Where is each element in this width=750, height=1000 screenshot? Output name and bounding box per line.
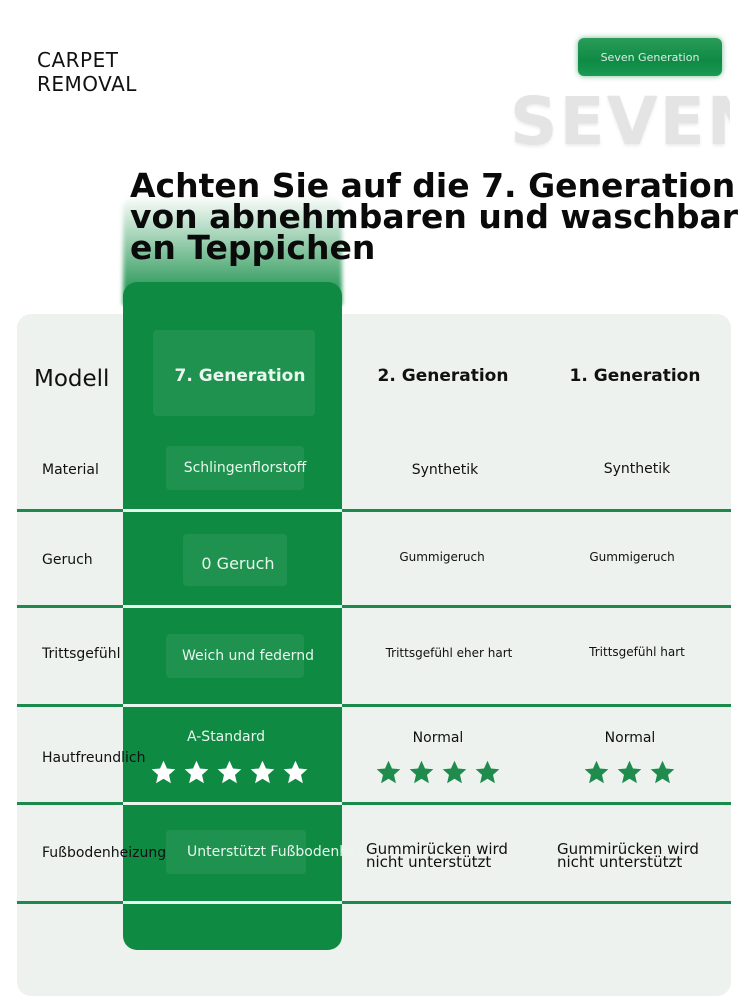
cell-fussbodenheizung-gen7: Unterstützt Fußbodenheizung — [187, 844, 363, 860]
row-label-fussbodenheizung: Fußbodenheizung — [42, 845, 167, 861]
star-icon — [217, 760, 242, 784]
row-label-hautfreundlich: Hautfreundlich — [42, 750, 146, 766]
star-icon — [617, 760, 642, 784]
cell-geruch-gen7: 0 Geruch — [201, 554, 275, 573]
cell-geruch-gen1: Gummigeruch — [589, 550, 675, 564]
generation-badge: Seven Generation — [578, 38, 722, 76]
cell-material-gen1: Synthetik — [603, 461, 671, 477]
cell-hautfreundlich-gen2: Normal — [412, 730, 464, 746]
star-icon — [475, 760, 500, 784]
cell-highlight-box — [166, 634, 304, 678]
brand-watermark: SEVEN — [510, 83, 730, 160]
column-header-gen7: 7. Generation — [174, 366, 306, 386]
star-icon — [409, 760, 434, 784]
cell-trittsgefuehl-gen1: Trittsgefühl hart — [589, 645, 685, 659]
cell-fussbodenheizung-gen1: Gummirücken wird nicht unterstützt — [557, 840, 699, 871]
row-label-geruch: Geruch — [42, 552, 93, 568]
cell-highlight-box — [183, 534, 287, 586]
cell-geruch-gen2: Gummigeruch — [399, 550, 485, 564]
row-divider — [17, 509, 731, 512]
row-divider-highlight — [123, 802, 342, 805]
highlight-column — [123, 282, 342, 950]
column-header-gen2: 2. Generation — [377, 366, 509, 386]
row-label-material: Material — [42, 462, 99, 478]
brand-logo: CARPET REMOVAL — [37, 48, 137, 96]
star-icon — [250, 760, 275, 784]
cell-hautfreundlich-gen7: A-Standard — [186, 729, 265, 745]
star-icon — [376, 760, 401, 784]
star-icon — [283, 760, 308, 784]
badge-label: Seven Generation — [600, 50, 700, 64]
row-divider-highlight — [123, 704, 342, 707]
row-divider-highlight — [123, 605, 342, 608]
cell-highlight-box — [166, 830, 306, 874]
row-divider — [17, 901, 731, 904]
rating-stars-gen2 — [375, 759, 501, 786]
star-icon — [151, 760, 176, 784]
row-divider — [17, 605, 731, 608]
brand-line-2: REMOVAL — [37, 72, 137, 96]
star-icon — [650, 760, 675, 784]
star-icon — [184, 760, 209, 784]
rating-stars-gen1 — [583, 759, 676, 786]
column-header-gen1: 1. Generation — [569, 366, 701, 386]
star-icon — [584, 760, 609, 784]
brand-line-1: CARPET — [37, 48, 119, 72]
cell-trittsgefuehl-gen7: Weich und federnd — [182, 648, 314, 664]
row-divider-highlight — [123, 509, 342, 512]
rating-stars-gen7 — [150, 759, 309, 786]
star-icon — [442, 760, 467, 784]
cell-highlight-box — [166, 446, 304, 490]
cell-fussbodenheizung-gen2: Gummirücken wird nicht unterstützt — [366, 840, 508, 871]
row-header-label: Modell — [34, 366, 110, 392]
cell-material-gen2: Synthetik — [411, 462, 479, 478]
row-divider — [17, 704, 731, 707]
row-divider-highlight — [123, 901, 342, 904]
page-headline: Achten Sie auf die 7. Generation von abn… — [130, 166, 739, 267]
header-highlight-box — [153, 330, 315, 416]
cell-hautfreundlich-gen1: Normal — [604, 730, 656, 746]
cell-trittsgefuehl-gen2: Trittsgefühl eher hart — [385, 646, 513, 660]
row-label-trittsgefuehl: Trittsgefühl — [42, 646, 121, 662]
row-divider — [17, 802, 731, 805]
cell-material-gen7: Schlingenflorstoff — [183, 460, 307, 476]
